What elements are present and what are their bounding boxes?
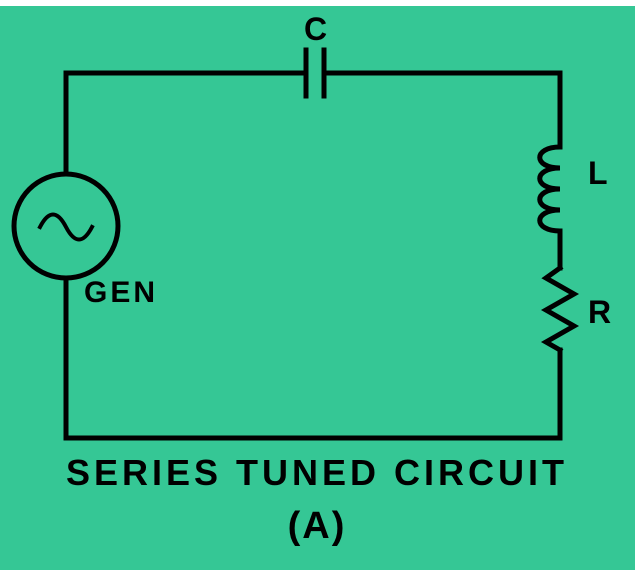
diagram-background [0, 6, 635, 570]
generator-label: GEN [84, 276, 158, 309]
caption: SERIES TUNED CIRCUIT [66, 452, 568, 493]
capacitor-icon [303, 47, 327, 99]
generator-icon [11, 171, 121, 281]
subcaption: (A) [288, 505, 347, 547]
resistor-zigzag-icon [540, 264, 580, 354]
capacitor-label: C [304, 11, 328, 47]
inductor-label: L [588, 155, 609, 191]
sine-wave-icon [37, 212, 95, 242]
inductor-coil-icon [537, 144, 563, 234]
resistor-label: R [588, 294, 612, 330]
